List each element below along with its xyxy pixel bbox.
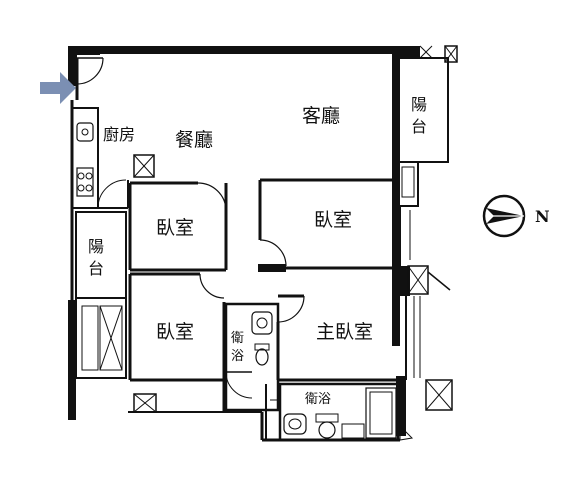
label-kitchen: 廚房 <box>103 125 135 144</box>
label-bathroom-master: 衛浴 <box>305 392 331 407</box>
label-living-room: 客廳 <box>302 105 340 127</box>
label-bedroom-right: 臥室 <box>314 209 352 231</box>
entrance <box>75 57 104 100</box>
balcony-west-structure <box>75 211 127 379</box>
compass-icon <box>482 194 526 238</box>
label-balcony-east-line2: 台 <box>411 117 427 136</box>
label-bedroom-bottom: 臥室 <box>156 321 194 343</box>
label-balcony-west-line1: 陽 <box>88 237 104 256</box>
label-bathroom-small-line1: 衛 <box>231 331 244 346</box>
north-windows <box>399 206 453 411</box>
balcony-east-structure <box>397 45 458 207</box>
bedroom-right-walls <box>258 178 396 272</box>
bedroom-bottom-walls <box>128 272 226 413</box>
kitchen-fixtures <box>71 107 155 209</box>
label-dining-room: 餐廳 <box>175 129 213 151</box>
label-balcony-west-line2: 台 <box>88 259 104 278</box>
bathroom-master-fixtures <box>265 382 414 442</box>
master-bedroom-walls <box>276 290 407 382</box>
label-balcony-east-line1: 陽 <box>411 95 427 114</box>
label-bathroom-small-line2: 浴 <box>231 349 244 364</box>
bedroom-top-walls <box>128 181 228 272</box>
compass-north-label: N <box>535 207 550 226</box>
label-bedroom-top: 臥室 <box>156 217 194 239</box>
entrance-arrow-icon <box>40 72 76 104</box>
label-master-bedroom: 主臥室 <box>316 321 373 343</box>
